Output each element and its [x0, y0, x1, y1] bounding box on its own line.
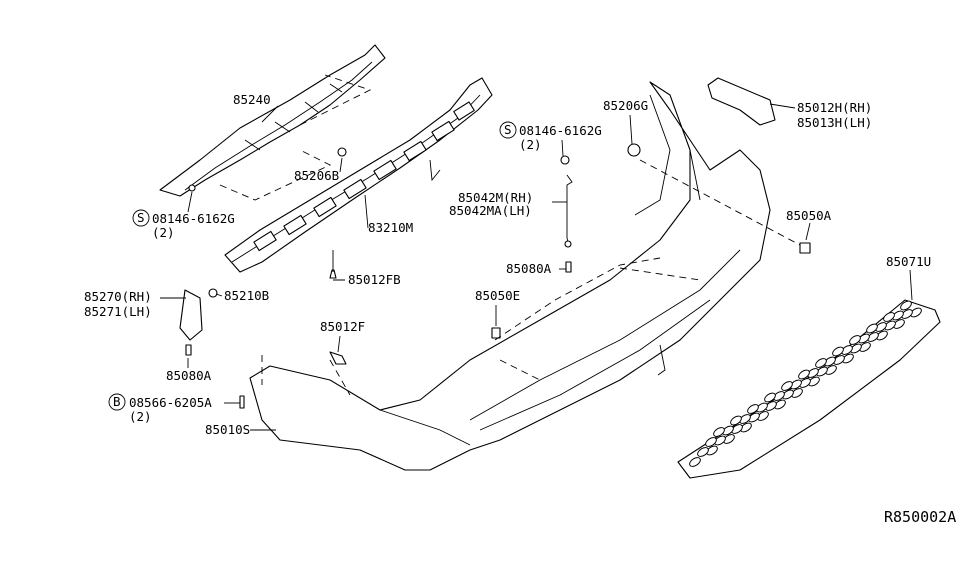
grille-cell [713, 427, 725, 437]
grille-cell [781, 381, 793, 391]
callout-83210M: 83210M [368, 220, 413, 235]
part-85012H-bracket [707, 77, 776, 126]
callout-85042MA: 85042MA(LH) [449, 203, 532, 218]
grille-mesh [689, 300, 922, 467]
part-85042M-rod [566, 174, 573, 243]
grille-cell [866, 323, 878, 334]
grille-cell [815, 358, 827, 368]
callout-85206B: 85206B [294, 168, 339, 183]
part-83210M-energy-absorber [224, 77, 493, 273]
fasteners [185, 143, 811, 409]
callout-85271: 85271(LH) [84, 304, 152, 319]
callout-85080A: 85080A [506, 261, 552, 276]
grille-cell [764, 392, 776, 403]
callout-qty: (2) [129, 409, 152, 424]
callout-prefix: S [504, 122, 512, 137]
callout-08566-6205A: 08566-6205A [129, 395, 212, 410]
callout-85012FB: 85012FB [348, 272, 401, 287]
callout-08146-6162G: 08146-6162G [519, 123, 602, 138]
part-85270-bracket [179, 289, 203, 341]
callout-prefix: B [113, 394, 121, 409]
part-85010S-bumper-fascia [249, 81, 771, 471]
grille-cell [832, 346, 844, 357]
leader-lines [160, 103, 913, 431]
grille-cell [730, 415, 742, 426]
callout-85210B: 85210B [224, 288, 269, 303]
callout-85270: 85270(RH) [84, 289, 152, 304]
grille-cell [747, 404, 759, 414]
grille-cell [883, 312, 895, 322]
part-85240-reinforcement [159, 44, 386, 197]
callout-qty: (2) [152, 225, 175, 240]
callout-85013H: 85013H(LH) [797, 115, 872, 130]
grille-cell [689, 457, 701, 467]
callout-85071U: 85071U [886, 254, 931, 269]
absorber-blocks [253, 101, 475, 252]
callout-labels: 85240 85206B S 08146-6162G (2) 83210M 85… [84, 92, 956, 526]
grille-cell [849, 335, 861, 345]
callout-85010S: 85010S [205, 422, 250, 437]
callout-08146-6162G: 08146-6162G [152, 211, 235, 226]
callout-85012H: 85012H(RH) [797, 100, 872, 115]
b-circle-icon [108, 393, 126, 411]
s-circle-icon [132, 209, 150, 227]
callout-85042M: 85042M(RH) [458, 190, 533, 205]
grille-cell [697, 447, 709, 457]
callout-85012F: 85012F [320, 319, 365, 334]
callout-85050A: 85050A [786, 208, 832, 223]
callout-prefix: S [137, 210, 145, 225]
callout-85206G: 85206G [603, 98, 648, 113]
part-85071U-grille [677, 299, 941, 479]
reference-code: R850002A [884, 508, 956, 526]
grille-cell [705, 437, 717, 447]
s-circle-icon [499, 121, 517, 139]
callout-qty: (2) [519, 137, 542, 152]
callout-85050E: 85050E [475, 288, 520, 303]
grille-cell [798, 369, 810, 380]
callout-85240: 85240 [233, 92, 271, 107]
grille-cell [900, 300, 912, 311]
callout-85080A: 85080A [166, 368, 212, 383]
